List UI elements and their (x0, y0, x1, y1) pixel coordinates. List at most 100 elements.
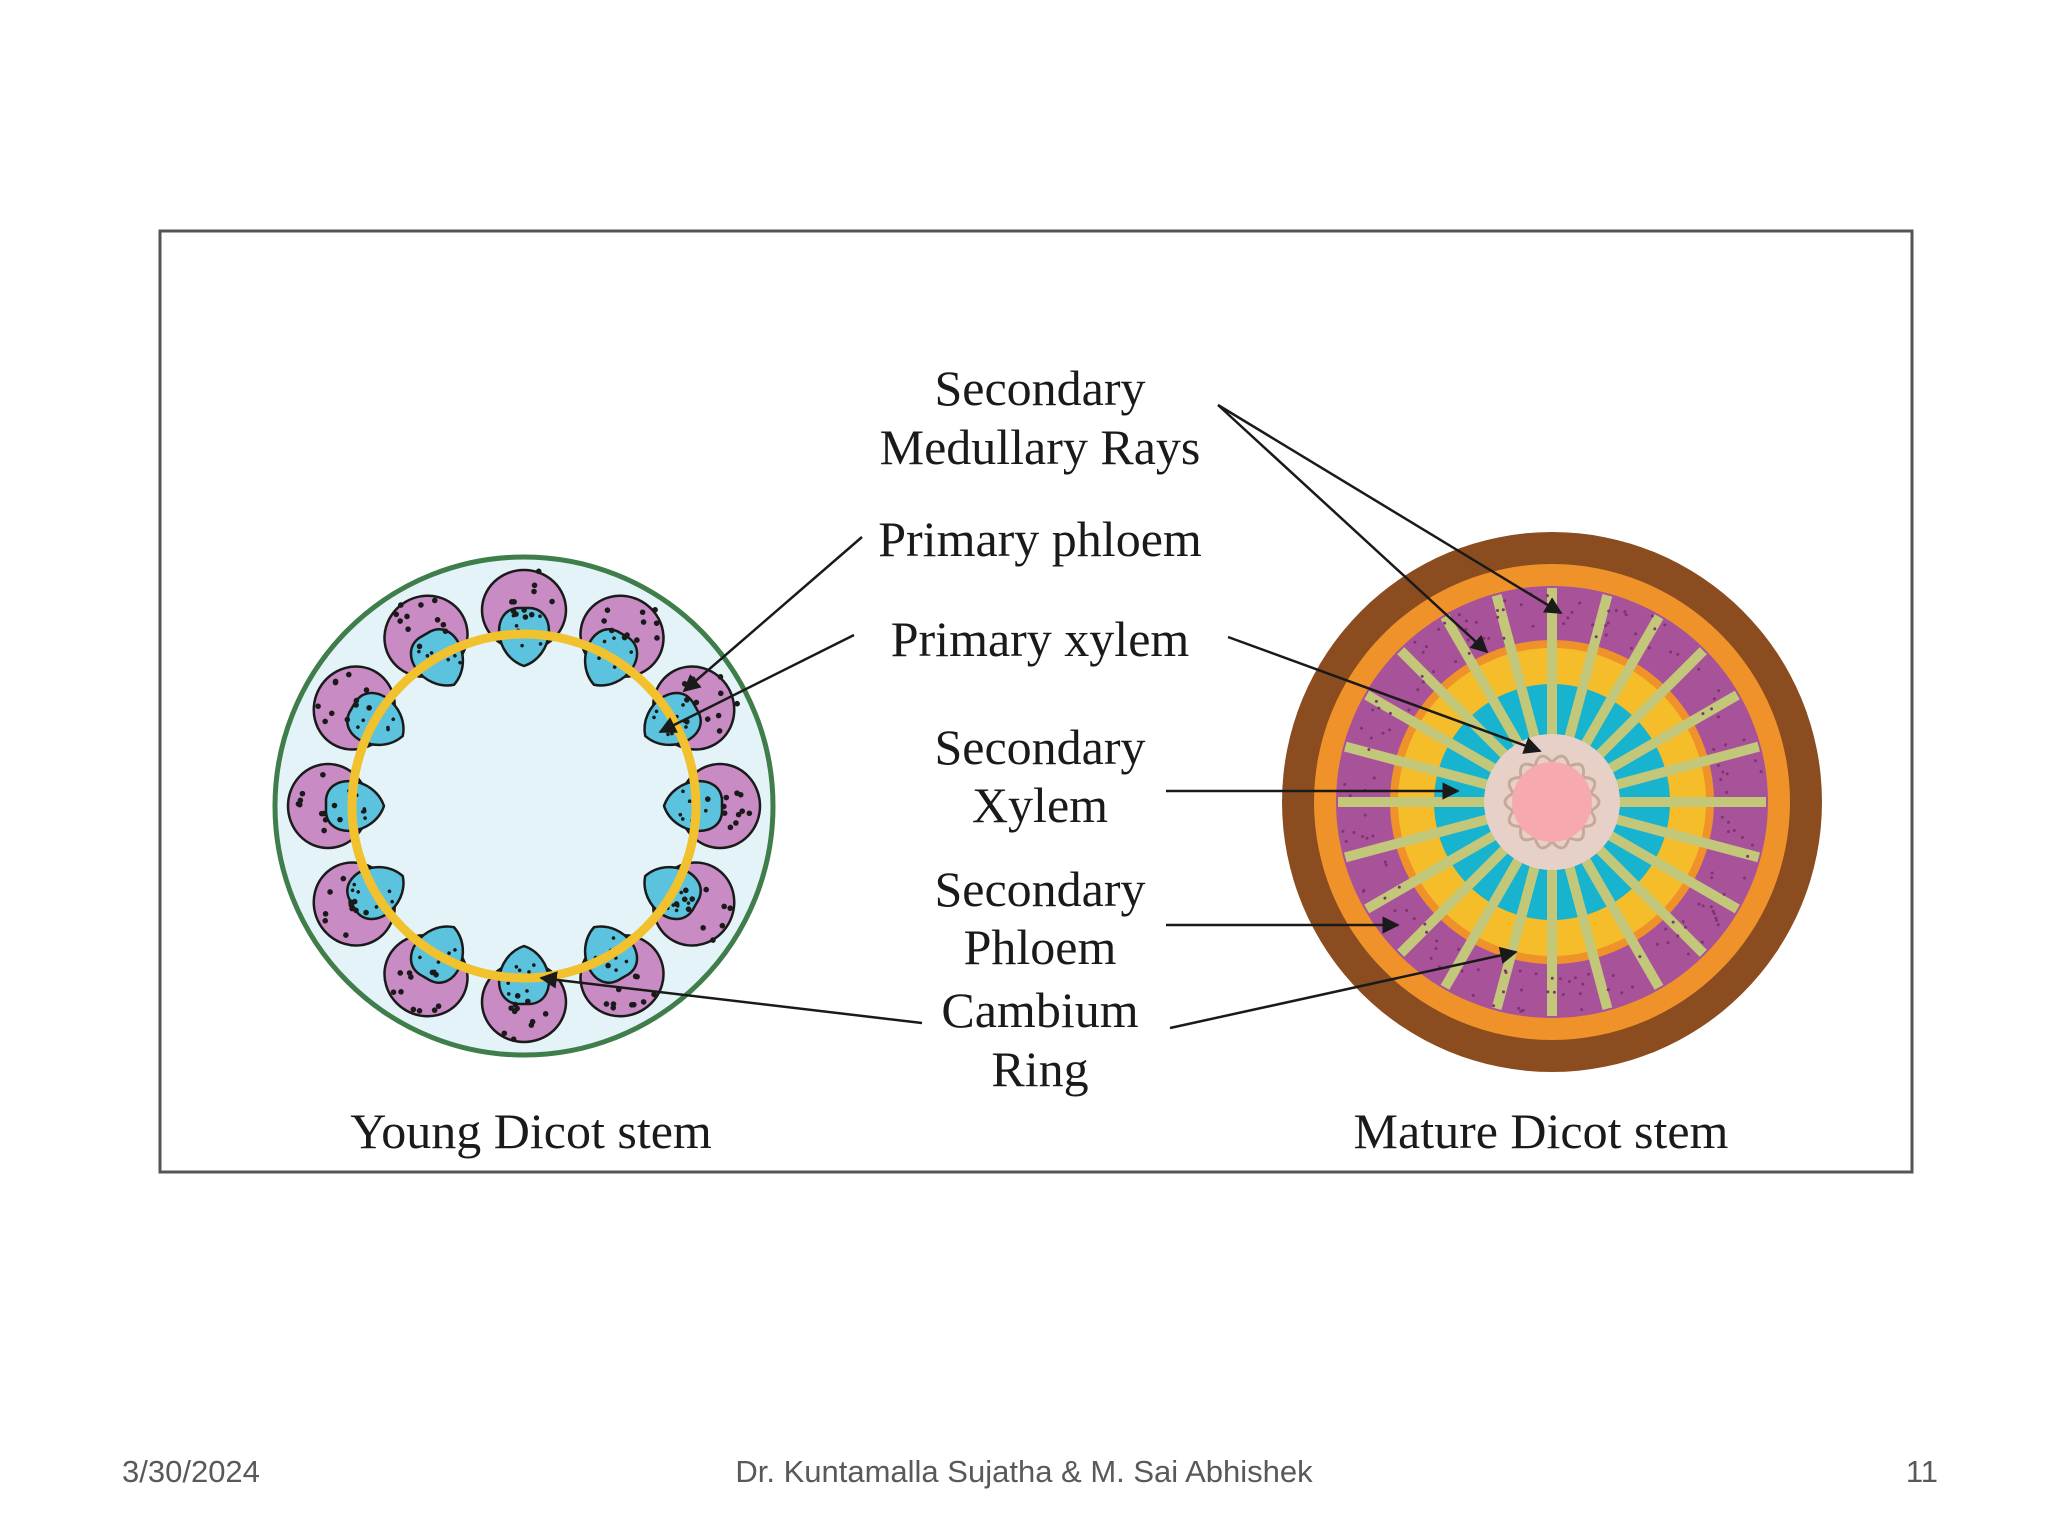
phloem-cell-dot (322, 718, 328, 725)
phloem-speckle (1552, 990, 1556, 994)
phloem-cell-dot (684, 697, 690, 703)
phloem-speckle (1412, 917, 1416, 921)
phloem-cell-dot (322, 817, 329, 823)
phloem-speckle (1466, 638, 1470, 642)
phloem-speckle (1570, 610, 1574, 614)
phloem-speckle (1423, 922, 1427, 926)
phloem-speckle (1344, 840, 1348, 844)
phloem-speckle (1492, 1004, 1496, 1008)
phloem-cell-dot (522, 614, 529, 620)
phloem-speckle (1676, 934, 1680, 938)
xylem-cell-dot (532, 963, 536, 967)
phloem-speckle (1420, 674, 1424, 678)
phloem-speckle (1655, 942, 1659, 946)
phloem-speckle (1457, 613, 1461, 617)
xylem-cell-dot (390, 899, 394, 904)
medullary-ray (1343, 741, 1492, 791)
primary-xylem-strand (1507, 775, 1522, 795)
phloem-speckle (1650, 614, 1654, 618)
phloem-speckle (1669, 650, 1673, 654)
phloem-cell-dot (366, 705, 372, 711)
medullary-ray (1397, 647, 1511, 761)
phloem-cell-dot (603, 1001, 610, 1007)
phloem-cell-dot (715, 712, 722, 719)
primary-xylem-strand (1533, 754, 1554, 768)
xylem-cell-dot (678, 812, 683, 817)
phloem-cell-dot (721, 803, 727, 810)
phloem-cell-dot (654, 635, 660, 641)
phloem-speckle (1546, 990, 1550, 994)
phloem-cell-dot (343, 932, 349, 938)
phloem-speckle (1630, 985, 1634, 989)
xylem-cell-dot (506, 992, 511, 996)
phloem-cell-dot (404, 613, 410, 620)
phloem-speckle (1566, 616, 1570, 620)
phloem-cell-dot (416, 1008, 423, 1014)
phloem-speckle (1743, 876, 1747, 880)
medullary-ray (1491, 862, 1541, 1011)
phloem-speckle (1405, 908, 1409, 912)
medullary-ray (1343, 813, 1492, 863)
xylem-cell-dot (704, 808, 708, 813)
xylem-cell-dot (538, 642, 543, 646)
medullary-rays (1338, 588, 1766, 1016)
phloem-speckle (1369, 736, 1373, 740)
phloem-cell-dot (531, 582, 538, 589)
medullary-ray (1491, 593, 1541, 742)
label-cambium-ring-line2: Ring (991, 1041, 1088, 1097)
xylem-cell-dot (453, 948, 457, 952)
phloem-cell-dot (297, 797, 304, 804)
xylem-cell-dot (425, 653, 430, 658)
phloem-speckle (1647, 646, 1651, 650)
primary-xylem-strand (1519, 762, 1536, 779)
phloem-speckle (1629, 646, 1633, 650)
phloem-cell-dot (344, 716, 351, 723)
phloem-speckle (1454, 659, 1458, 663)
phloem-speckle (1710, 871, 1714, 875)
phloem-speckle (1719, 778, 1723, 782)
phloem-speckle (1611, 973, 1615, 977)
medullary-ray (1593, 843, 1707, 957)
phloem-speckle (1361, 889, 1365, 893)
phloem-speckle (1348, 794, 1352, 798)
phloem-speckle (1701, 904, 1705, 908)
phloem-speckle (1487, 636, 1491, 640)
phloem-speckle (1717, 689, 1721, 693)
phloem-speckle (1437, 627, 1441, 631)
phloem-speckle (1457, 947, 1461, 951)
phloem-cell-dot (535, 568, 542, 575)
phloem-speckle (1367, 747, 1371, 751)
pith (1512, 762, 1592, 842)
phloem-speckle (1517, 1006, 1521, 1010)
phloem-speckle (1372, 776, 1376, 780)
xylem-cell-dot (611, 936, 616, 940)
phloem-cell-dot (639, 609, 646, 616)
xylem-strand-outline (1582, 775, 1597, 795)
phloem-cell-dot (321, 810, 327, 817)
xylem-cell-dot (386, 725, 390, 730)
phloem-cell-dot (431, 597, 438, 604)
phloem-cell-dot (346, 671, 352, 678)
leader-primary-phloem (682, 536, 863, 693)
phloem-cell-dot (529, 1018, 536, 1025)
phloem-speckle (1429, 956, 1433, 960)
phloem-cell-dot (337, 816, 343, 823)
phloem-speckle (1476, 968, 1480, 972)
leader-primary-xylem-mature (1227, 635, 1542, 754)
phloem-speckle (1664, 927, 1668, 931)
phloem-speckle (1567, 980, 1571, 984)
phloem-speckle (1587, 972, 1591, 976)
caption-young-dicot-stem: Young Dicot stem (350, 1103, 712, 1159)
phloem-speckle (1663, 623, 1667, 627)
phloem-cell-dot (634, 973, 640, 980)
xylem-cell-dot (612, 665, 617, 669)
phloem-cell-dot (348, 902, 355, 908)
phloem-cell-dot (689, 896, 695, 902)
xylem-cell-dot (514, 965, 519, 969)
xylem-cell-dot (666, 732, 670, 737)
phloem-speckle (1697, 902, 1701, 906)
phloem-speckle (1634, 632, 1638, 636)
caption-mature-dicot-stem: Mature Dicot stem (1354, 1103, 1729, 1159)
phloem-speckle (1377, 706, 1381, 710)
